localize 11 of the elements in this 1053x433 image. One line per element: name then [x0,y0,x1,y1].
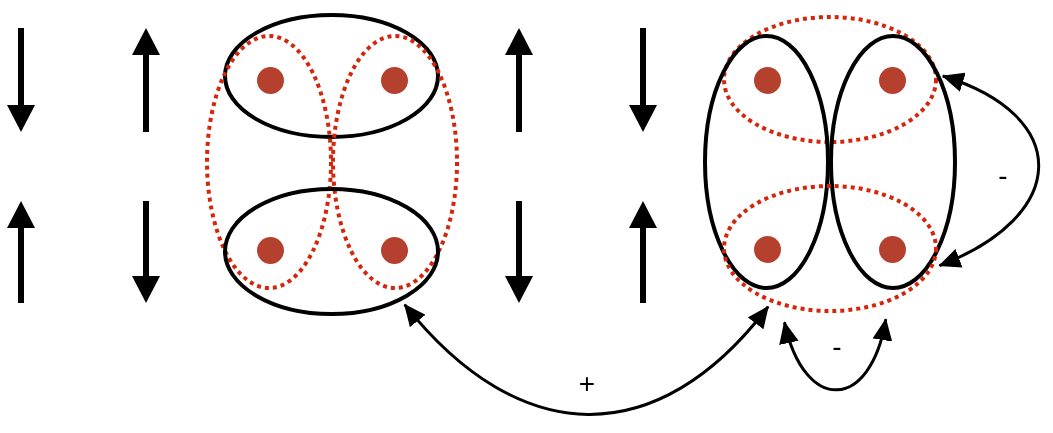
curved-arrow [403,303,770,416]
pair-ellipse [703,34,830,290]
pair-ellipse [722,15,938,144]
curved-arrow [780,318,891,392]
pair-ellipse [331,34,459,290]
pair-ellipse [722,184,938,313]
curved-arrow [938,74,1040,268]
pair-ellipse [223,13,440,139]
pair-ellipse [829,34,957,290]
pair-ellipse [205,34,333,290]
pair-ellipse [223,187,440,316]
